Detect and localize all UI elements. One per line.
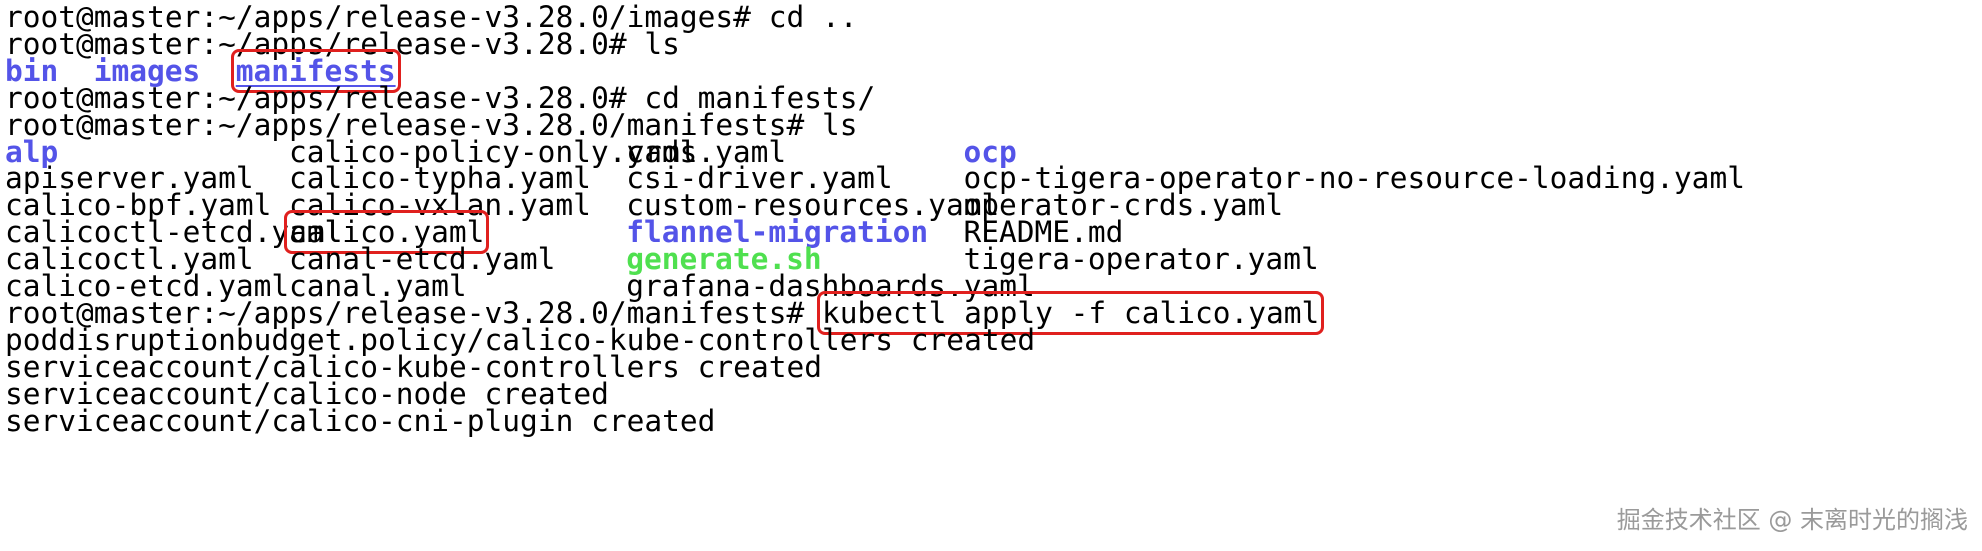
command-output-line: serviceaccount/calico-cni-plugin created (5, 404, 715, 438)
prompt-line: root@master:~/apps/release-v3.28.0/manif… (5, 290, 1325, 335)
file-entry: csi-driver.yaml (626, 161, 893, 196)
prompt-line: root@master:~/apps/release-v3.28.0# cd m… (5, 81, 875, 115)
ls-listing-row: bin images manifests (5, 48, 1975, 93)
directory-entry: manifests (230, 48, 401, 93)
output-text: serviceaccount/calico-kube-controllers c… (5, 349, 822, 384)
directory-entry: bin (5, 53, 59, 88)
file-entry: tigera-operator.yaml (963, 242, 1319, 277)
file-entry: calico-vxlan.yaml (289, 188, 591, 223)
terminal-window[interactable]: root@master:~/apps/release-v3.28.0/image… (5, 0, 1982, 551)
file-entry: README.md (963, 215, 1124, 250)
output-text: serviceaccount/calico-cni-plugin created (5, 403, 716, 438)
ls-listing-row: apiserver.yaml calico-typha.yaml csi-drive… (5, 161, 1975, 195)
output-text: serviceaccount/calico-node created (5, 376, 609, 411)
file-entry: calicoctl.yaml (5, 242, 254, 277)
prompt-line: root@master:~/apps/release-v3.28.0/image… (5, 0, 858, 34)
command-output-line: poddisruptionbudget.policy/calico-kube-c… (5, 323, 1035, 357)
directory-entry: images (93, 53, 201, 88)
shell-command: cd .. (768, 0, 858, 34)
shell-prompt: root@master:~/apps/release-v3.28.0# (5, 26, 627, 61)
command-output-line: serviceaccount/calico-node created (5, 377, 609, 411)
file-entry: operator-crds.yaml (963, 188, 1284, 223)
prompt-line: root@master:~/apps/release-v3.28.0# ls (5, 27, 680, 61)
command-output-line: serviceaccount/calico-kube-controllers c… (5, 350, 822, 384)
file-entry: calico-policy-only.yaml (289, 134, 698, 169)
shell-prompt: root@master:~/apps/release-v3.28.0/manif… (5, 295, 805, 330)
file-entry: calico-bpf.yaml (5, 188, 272, 223)
file-entry: custom-resources.yaml (626, 188, 1000, 223)
shell-prompt: root@master:~/apps/release-v3.28.0/manif… (5, 107, 805, 142)
directory-entry: flannel-migration (626, 215, 929, 250)
directory-entry: ocp (963, 134, 1017, 169)
ls-listing-row: calicoctl.yaml canal-etcd.yaml generate.sh… (5, 242, 1975, 276)
shell-command: cd manifests/ (644, 80, 876, 115)
file-entry: grafana-dashboards.yaml (626, 269, 1035, 303)
file-entry: calico-etcd.yaml (5, 269, 290, 303)
shell-command: ls (644, 26, 680, 61)
prompt-line: root@master:~/apps/release-v3.28.0/manif… (5, 108, 858, 142)
file-entry: canal-etcd.yaml (289, 242, 556, 277)
file-entry: ocp-tigera-operator-no-resource-loading.… (963, 161, 1745, 196)
file-entry: calico-typha.yaml (289, 161, 591, 196)
executable-entry: generate.sh (626, 242, 822, 277)
ls-listing-row: calico-bpf.yaml calico-vxlan.yaml custom-r… (5, 188, 1975, 222)
shell-command: ls (822, 107, 858, 142)
directory-entry: alp (5, 134, 59, 169)
shell-prompt: root@master:~/apps/release-v3.28.0/image… (5, 0, 751, 34)
file-entry: calico.yaml (283, 210, 490, 255)
watermark: 掘金技术社区 @ 末离时光的搁浅 (1616, 506, 1968, 534)
output-text: poddisruptionbudget.policy/calico-kube-c… (5, 322, 1036, 357)
shell-prompt: root@master:~/apps/release-v3.28.0# (5, 80, 627, 115)
file-entry: canal.yaml (289, 269, 467, 303)
file-entry: crds.yaml (626, 134, 787, 169)
shell-command: kubectl apply -f calico.yaml (816, 290, 1325, 335)
file-entry: calicoctl-etcd.yaml (5, 215, 343, 250)
file-entry: apiserver.yaml (5, 161, 254, 196)
